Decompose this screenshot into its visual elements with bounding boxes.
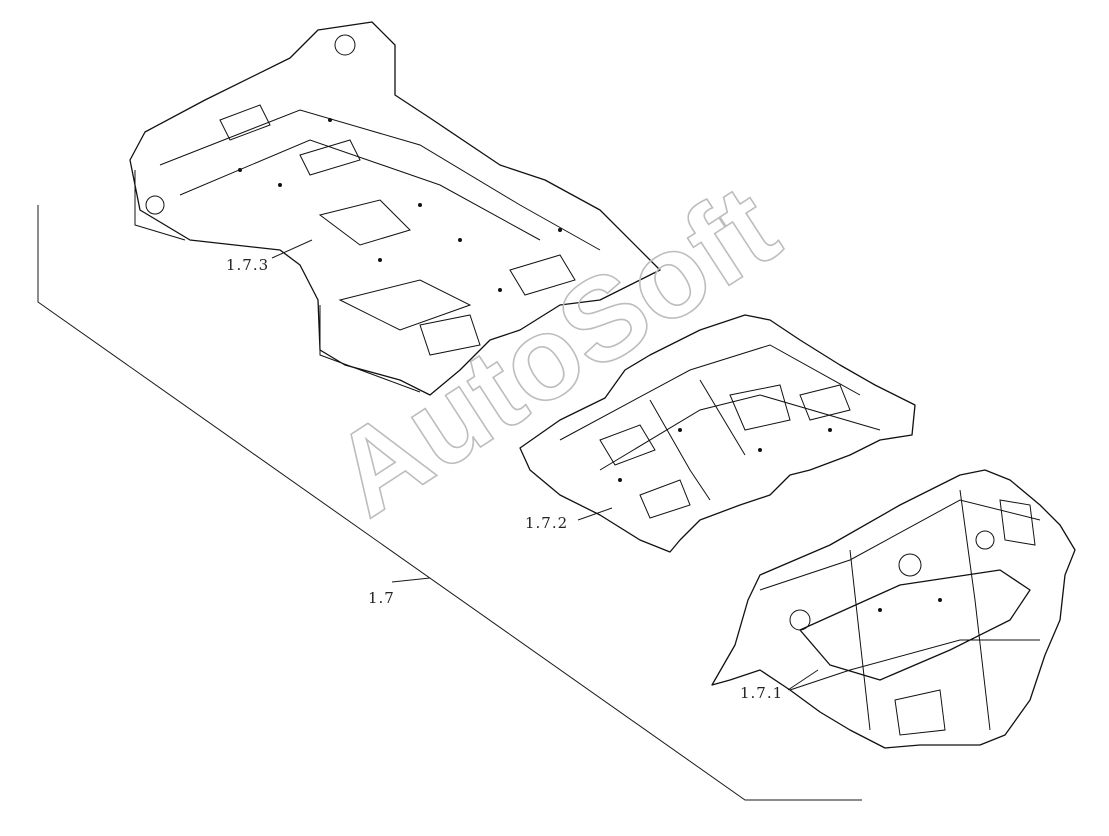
label-1-7-1: 1.7.1 [740,684,783,702]
label-1-7-3: 1.7.3 [226,256,269,274]
group-bracket [37,205,862,801]
leader-1-7-1 [787,669,819,691]
label-1-7-2: 1.7.2 [525,514,568,532]
label-1-7-group: 1.7 [368,589,395,607]
front-floor-panel [519,314,916,553]
rear-floor-assembly [129,21,661,396]
leader-1-7-2 [577,507,613,521]
leader-1-7-3 [271,239,313,259]
front-structure [711,469,1076,749]
